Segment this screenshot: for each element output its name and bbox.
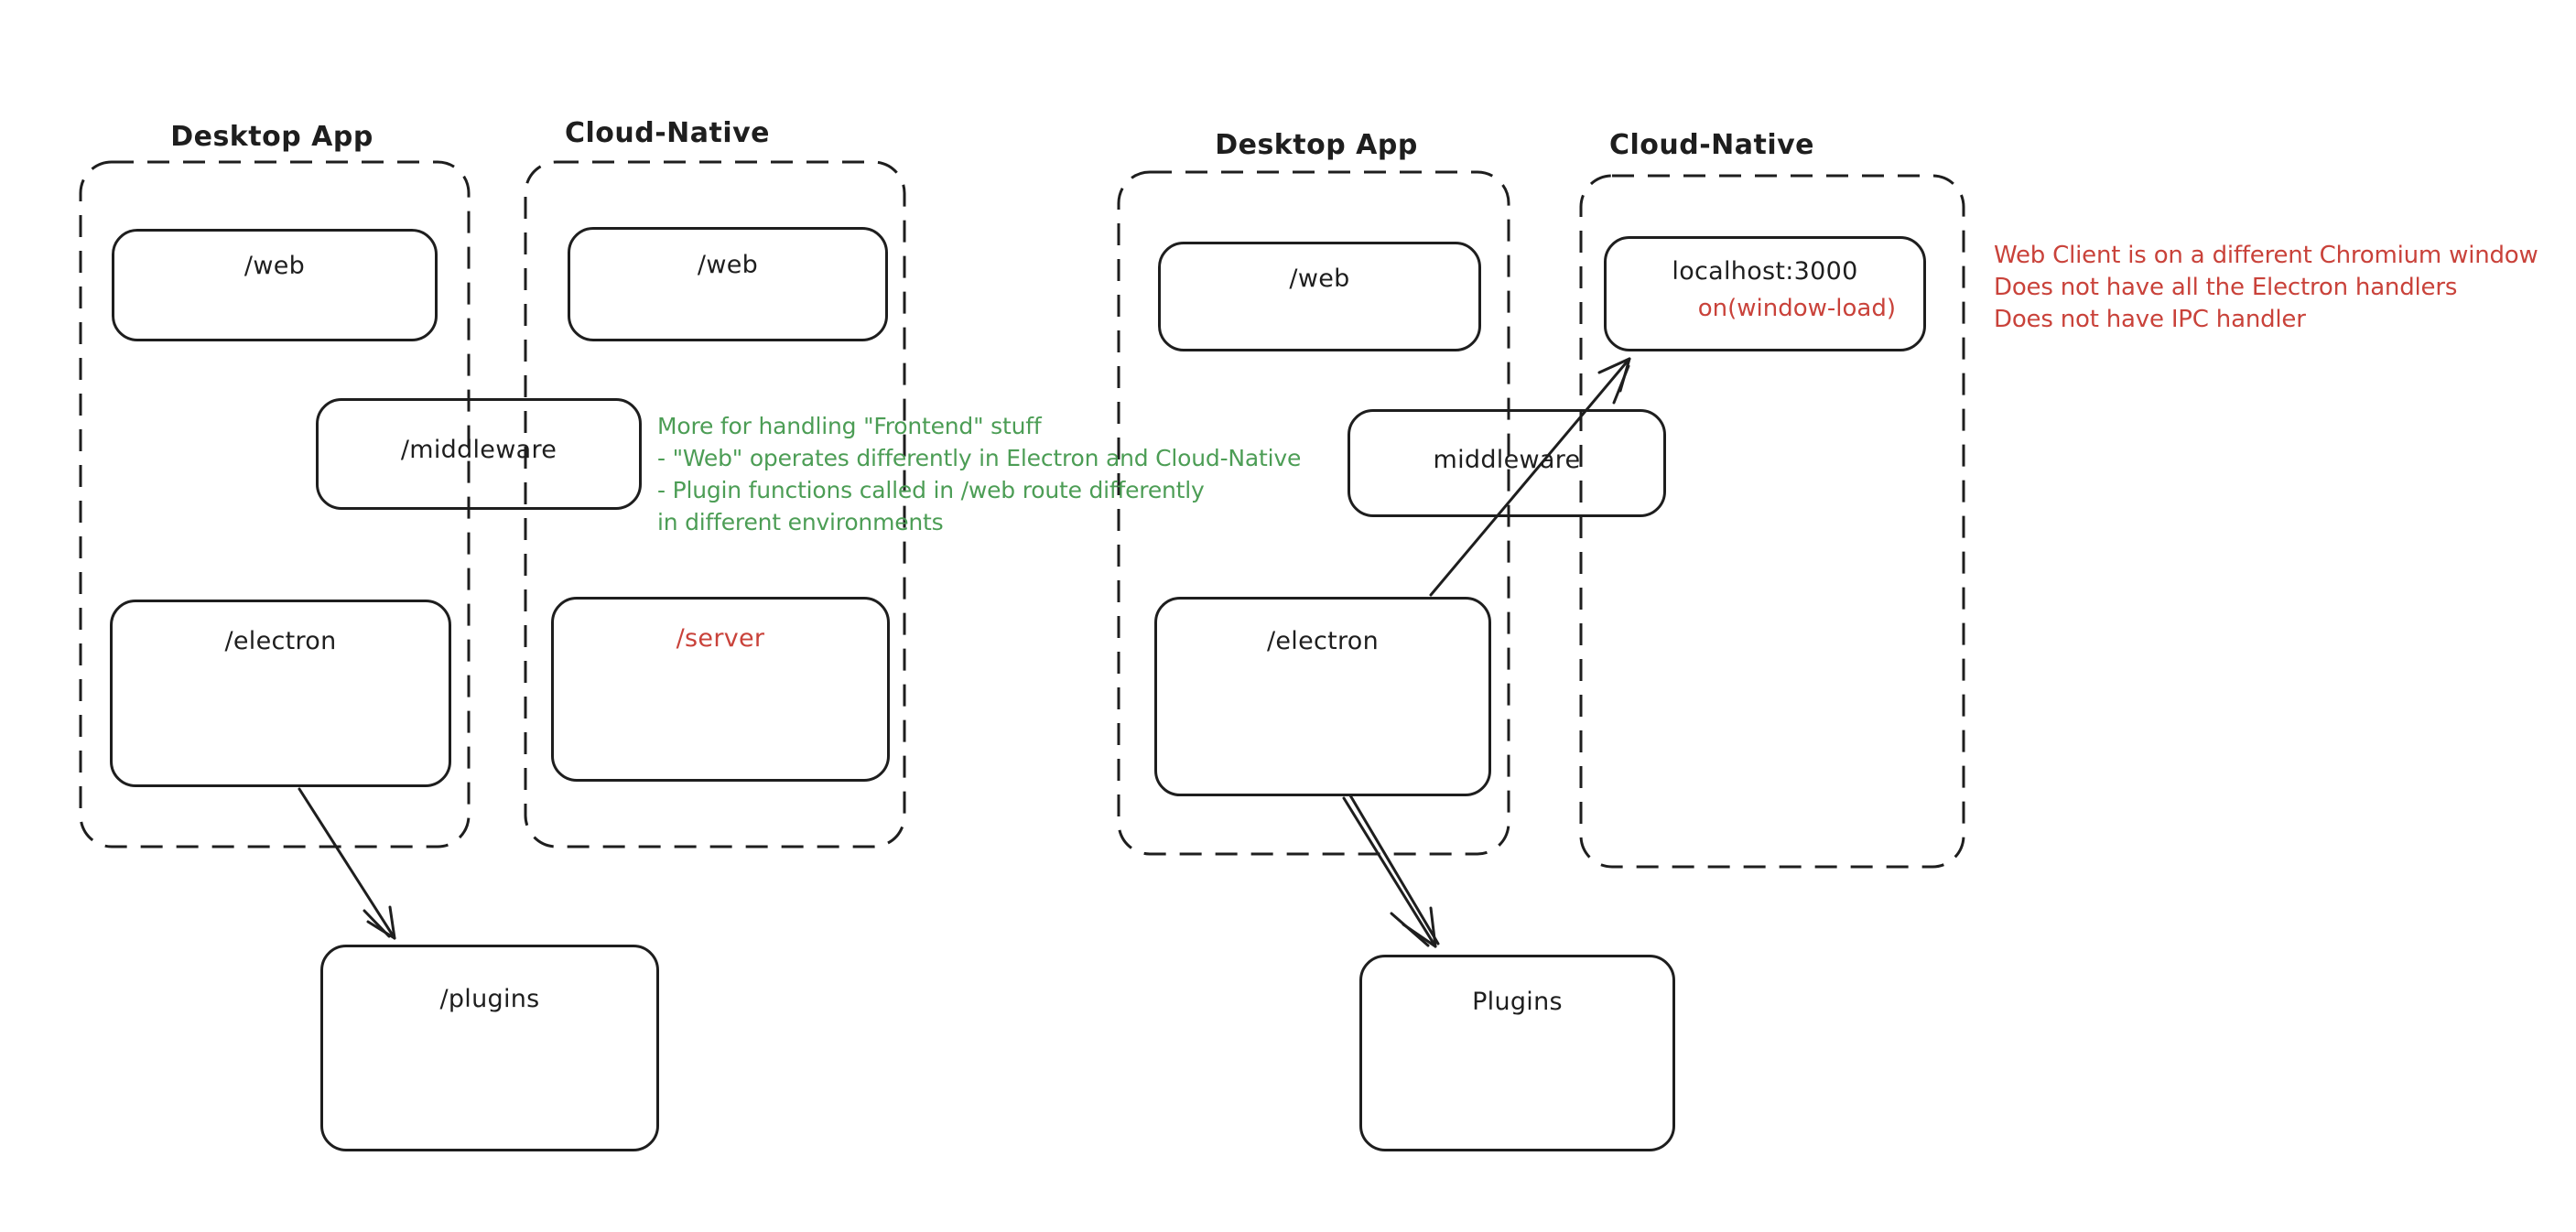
right-electron-label: /electron [1266,627,1380,655]
right-electron-node[interactable]: /electron [1154,597,1491,796]
green-note-line-4: in different environments [657,509,944,535]
right-desktop-app-label: Desktop App [1215,129,1418,161]
left-plugins-label: /plugins [439,985,540,1013]
right-localhost-node[interactable]: localhost:3000 on(window-load) [1604,236,1926,351]
red-note-line-3: Does not have IPC handler [1994,306,2306,333]
left-plugins-node[interactable]: /plugins [320,945,659,1151]
left-cloud-web-label: /web [697,251,759,279]
arrow-electron-to-plugins-right[interactable] [1342,794,1440,948]
green-note-line-1: More for handling "Frontend" stuff [657,413,1042,439]
left-middleware-node[interactable]: /middleware [316,398,642,510]
right-desktop-web-label: /web [1289,265,1350,293]
left-cloud-native-container[interactable] [524,160,906,848]
right-desktop-app-container[interactable] [1117,170,1510,856]
right-cloud-native-container[interactable] [1579,174,1965,869]
left-desktop-app-container[interactable] [79,160,471,848]
left-server-label: /server [676,624,765,653]
left-desktop-web-node[interactable]: /web [112,229,438,341]
arrow-electron-to-localhost[interactable] [1429,357,1631,597]
right-plugins-label: Plugins [1472,988,1563,1016]
right-plugins-node[interactable]: Plugins [1359,955,1675,1151]
left-desktop-web-label: /web [244,252,306,280]
green-note: More for handling "Frontend" stuff - "We… [657,410,1301,538]
green-note-line-2: - "Web" operates differently in Electron… [657,445,1302,471]
right-middleware-label: middleware [1433,446,1581,474]
green-note-line-3: - Plugin functions called in /web route … [657,477,1205,503]
right-desktop-web-node[interactable]: /web [1158,242,1481,351]
arrow-electron-to-plugins-left[interactable] [298,787,396,940]
right-cloud-native-label: Cloud-Native [1608,129,1815,161]
red-note: Web Client is on a different Chromium wi… [1994,240,2538,336]
red-note-line-1: Web Client is on a different Chromium wi… [1994,242,2538,269]
right-middleware-node[interactable]: middleware [1348,409,1666,517]
right-localhost-label: localhost:3000 [1672,257,1858,286]
left-electron-node[interactable]: /electron [110,600,451,787]
left-middleware-label: /middleware [400,436,557,464]
window-load-label: on(window-load) [1697,295,1896,322]
left-desktop-app-label: Desktop App [170,121,373,153]
left-cloud-web-node[interactable]: /web [568,227,888,341]
left-cloud-native-label: Cloud-Native [564,117,771,149]
red-note-line-2: Does not have all the Electron handlers [1994,274,2458,301]
left-electron-label: /electron [224,627,337,655]
left-server-node[interactable]: /server [551,597,890,782]
